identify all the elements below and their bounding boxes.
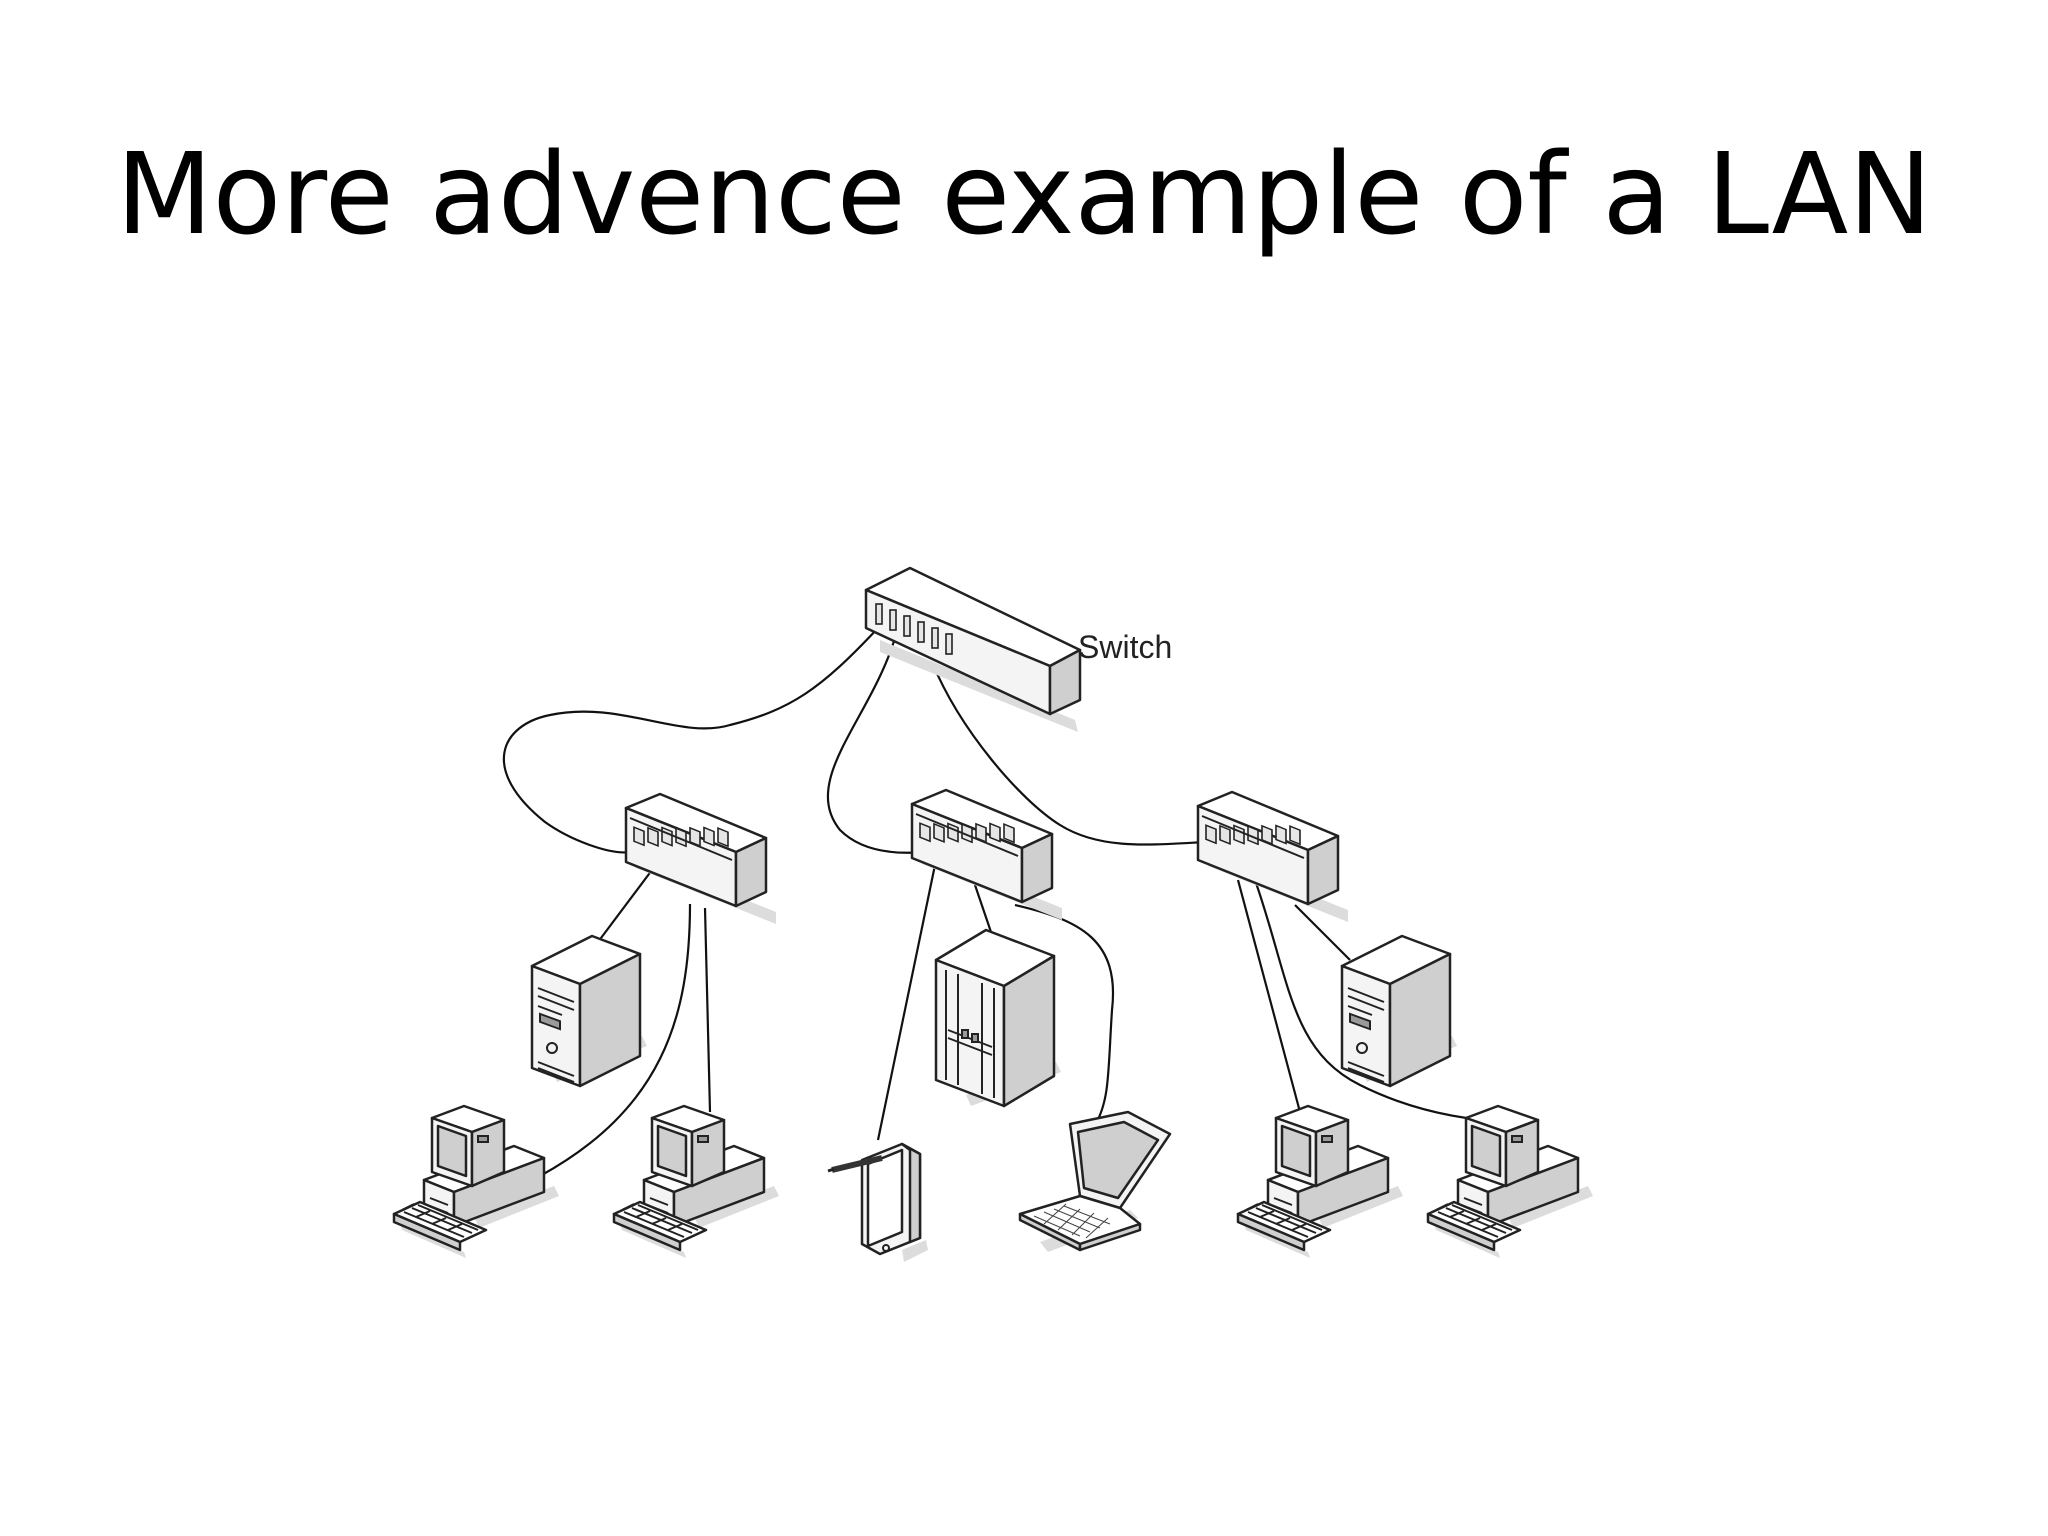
desktop-computer-2-icon[interactable] bbox=[612, 1104, 781, 1260]
cable-right-switch-to-pc-1 bbox=[1236, 879, 1302, 1113]
cables bbox=[502, 627, 1511, 1177]
cable-center-switch-to-rack bbox=[973, 884, 994, 936]
cable-center-switch-to-tablet bbox=[876, 864, 937, 1141]
desktop-computer-1-icon[interactable] bbox=[392, 1104, 561, 1260]
cable-left-switch-to-server bbox=[597, 869, 653, 943]
rack-server-icon[interactable] bbox=[934, 928, 1063, 1108]
access-switch-left-icon[interactable] bbox=[624, 792, 778, 926]
server-left-icon[interactable] bbox=[530, 934, 649, 1088]
cable-center-switch-to-laptop bbox=[1014, 903, 1115, 1126]
switch-label: Switch bbox=[1078, 629, 1172, 665]
desktop-computer-3-icon[interactable] bbox=[1236, 1104, 1405, 1260]
cable-right-switch-to-server bbox=[1294, 904, 1351, 961]
server-right-icon[interactable] bbox=[1340, 934, 1459, 1088]
cable-core-to-right-switch bbox=[930, 661, 1206, 846]
tablet-icon[interactable] bbox=[828, 1144, 928, 1262]
laptop-icon[interactable] bbox=[1018, 1110, 1172, 1254]
access-switch-right-icon[interactable] bbox=[1196, 790, 1350, 924]
cable-left-switch-to-pc-2 bbox=[703, 907, 712, 1113]
cable-core-to-center-switch bbox=[826, 637, 926, 854]
cable-left-switch-to-pc-1 bbox=[539, 903, 692, 1177]
cable-core-to-left-switch bbox=[502, 627, 879, 854]
slide-title: More advence example of a LAN bbox=[115, 130, 1933, 260]
cable-right-switch-to-pc-2 bbox=[1253, 879, 1511, 1124]
desktop-computer-4-icon[interactable] bbox=[1426, 1104, 1595, 1260]
switch-icon[interactable]: Switch bbox=[864, 566, 1172, 732]
